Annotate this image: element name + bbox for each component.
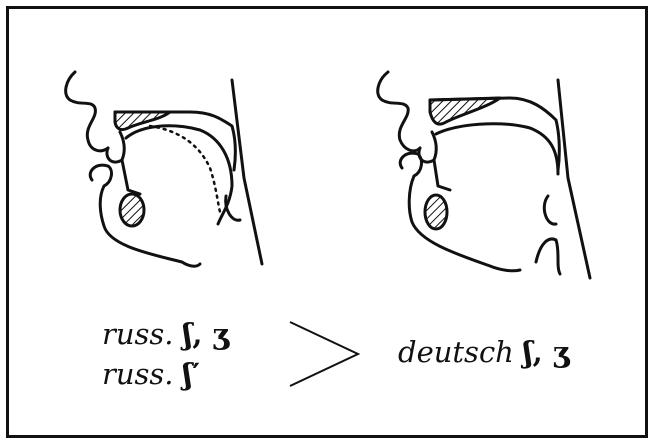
epiglottis-right [544,196,556,224]
pharynx-wall-left [232,80,262,264]
right-label-symbols: ʃ, ʒ [523,335,569,369]
left-label-line1-prefix: russ. [102,317,174,351]
lower-jaw-right [400,153,520,271]
tongue-contour-right [436,124,558,174]
left-label-line2: russ. ʃ′ [102,360,200,389]
lower-teeth-right [434,160,450,190]
pharynx-wall-right [558,80,590,278]
left-label-line2-symbols: ʃ′ [183,357,200,391]
left-label-line2-prefix: russ. [102,357,174,391]
lower-teeth-left [122,160,140,194]
nose-profile-left [66,72,108,151]
left-label-line1-symbols: ʃ, ʒ [183,317,229,351]
upper-lip-left [107,132,124,162]
palate-contact-right [430,98,500,124]
tongue-dorsum-dotted-left [150,126,220,212]
tongue-tip-hatched-left [120,194,144,226]
russian-articulation-diagram [66,72,262,266]
right-label: deutsch ʃ, ʒ [398,338,569,367]
comparison-chevron [290,322,358,386]
german-articulation-diagram [378,72,590,278]
lower-jaw-left [90,165,200,266]
tongue-tip-hatched-right [425,195,447,229]
larynx-right [536,239,560,274]
left-label-line1: russ. ʃ, ʒ [102,320,229,349]
right-label-prefix: deutsch [398,335,514,369]
nose-profile-right [378,72,420,151]
